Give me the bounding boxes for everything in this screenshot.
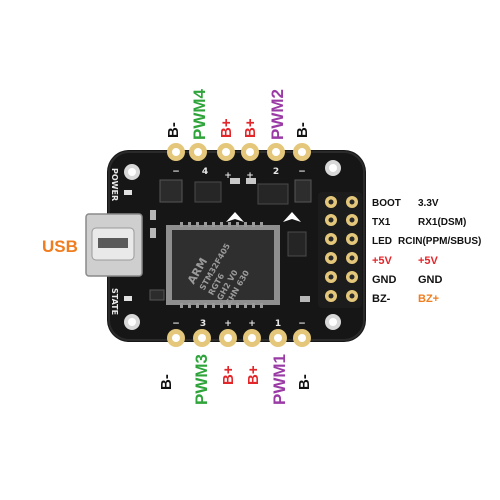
pin-label-gnd-right: GND: [418, 274, 443, 286]
mounting-hole-bottom-right: [325, 314, 341, 330]
silk-top-number-4: 4: [202, 167, 208, 177]
bottom-label-b-plus-1: B+: [220, 365, 237, 385]
mcu-chip: ARM STM32F405 RGT6 GH2 V0 CHN 630: [166, 222, 280, 308]
smd-components: [149, 178, 312, 302]
silk-bottom-minus-left: −: [172, 319, 180, 329]
state-led: [124, 296, 132, 301]
pin-label-gnd-left: GND: [372, 274, 397, 286]
bottom-label-b-minus-right: B-: [296, 374, 313, 390]
right-pin-header: [318, 192, 362, 308]
top-label-b-minus-right: B-: [294, 122, 311, 138]
pin-label-rx1-dsm: RX1(DSM): [418, 217, 466, 228]
bottom-label-b-minus-left: B-: [158, 374, 175, 390]
silk-state-label: STATE: [110, 288, 119, 315]
pin-label-5v-left: +5V: [372, 255, 393, 267]
pin-label-tx1: TX1: [372, 217, 391, 228]
silk-top-plus-1: +: [224, 171, 232, 181]
pin-label-led: LED: [372, 236, 392, 247]
silk-bottom-plus-1: +: [224, 319, 232, 329]
silk-top-plus-2: +: [246, 171, 254, 181]
silk-bottom-number-1: 1: [275, 319, 281, 329]
pin-label-bz-minus: BZ-: [372, 293, 391, 305]
silk-top-minus-left: −: [172, 167, 180, 177]
mounting-hole-top-left: [124, 164, 140, 180]
pin-label-bz-plus: BZ+: [418, 293, 439, 305]
top-label-b-minus-left: B-: [165, 122, 182, 138]
top-label-b-plus-2: B+: [242, 118, 259, 138]
silk-power-label: POWER: [110, 168, 119, 201]
bottom-pads: [167, 329, 311, 347]
power-led: [124, 190, 132, 195]
pin-label-5v-right: +5V: [418, 255, 439, 267]
direction-arrow-right: [283, 212, 301, 222]
silk-bottom-minus-right: −: [298, 319, 306, 329]
top-labels: B- PWM4 B+ B+ PWM2 B-: [165, 88, 311, 140]
mounting-hole-top-right: [325, 160, 341, 176]
bottom-label-pwm1: PWM1: [270, 354, 289, 405]
bottom-labels: B- PWM3 B+ B+ PWM1 B-: [158, 354, 313, 405]
silk-top-minus-right: −: [298, 167, 306, 177]
pin-label-3v3: 3.3V: [418, 198, 439, 209]
mounting-hole-bottom-left: [124, 314, 140, 330]
pin-label-rcin: RCIN(PPM/SBUS): [398, 236, 481, 247]
top-label-pwm2: PWM2: [268, 89, 287, 140]
direction-arrow-left: [226, 212, 244, 222]
right-pin-labels: BOOT 3.3V TX1 RX1(DSM) LED RCIN(PPM/SBUS…: [372, 198, 481, 305]
top-label-b-plus-1: B+: [218, 118, 235, 138]
bottom-label-pwm3: PWM3: [192, 354, 211, 405]
top-label-pwm4: PWM4: [190, 88, 209, 140]
silk-top-number-2: 2: [273, 167, 279, 177]
silk-bottom-plus-2: +: [248, 319, 256, 329]
usb-label: USB: [42, 237, 78, 256]
usb-port: [85, 213, 143, 277]
pin-label-boot: BOOT: [372, 198, 401, 209]
bottom-label-b-plus-2: B+: [245, 365, 262, 385]
silk-bottom-number-3: 3: [200, 319, 206, 329]
top-pads: [167, 143, 311, 161]
